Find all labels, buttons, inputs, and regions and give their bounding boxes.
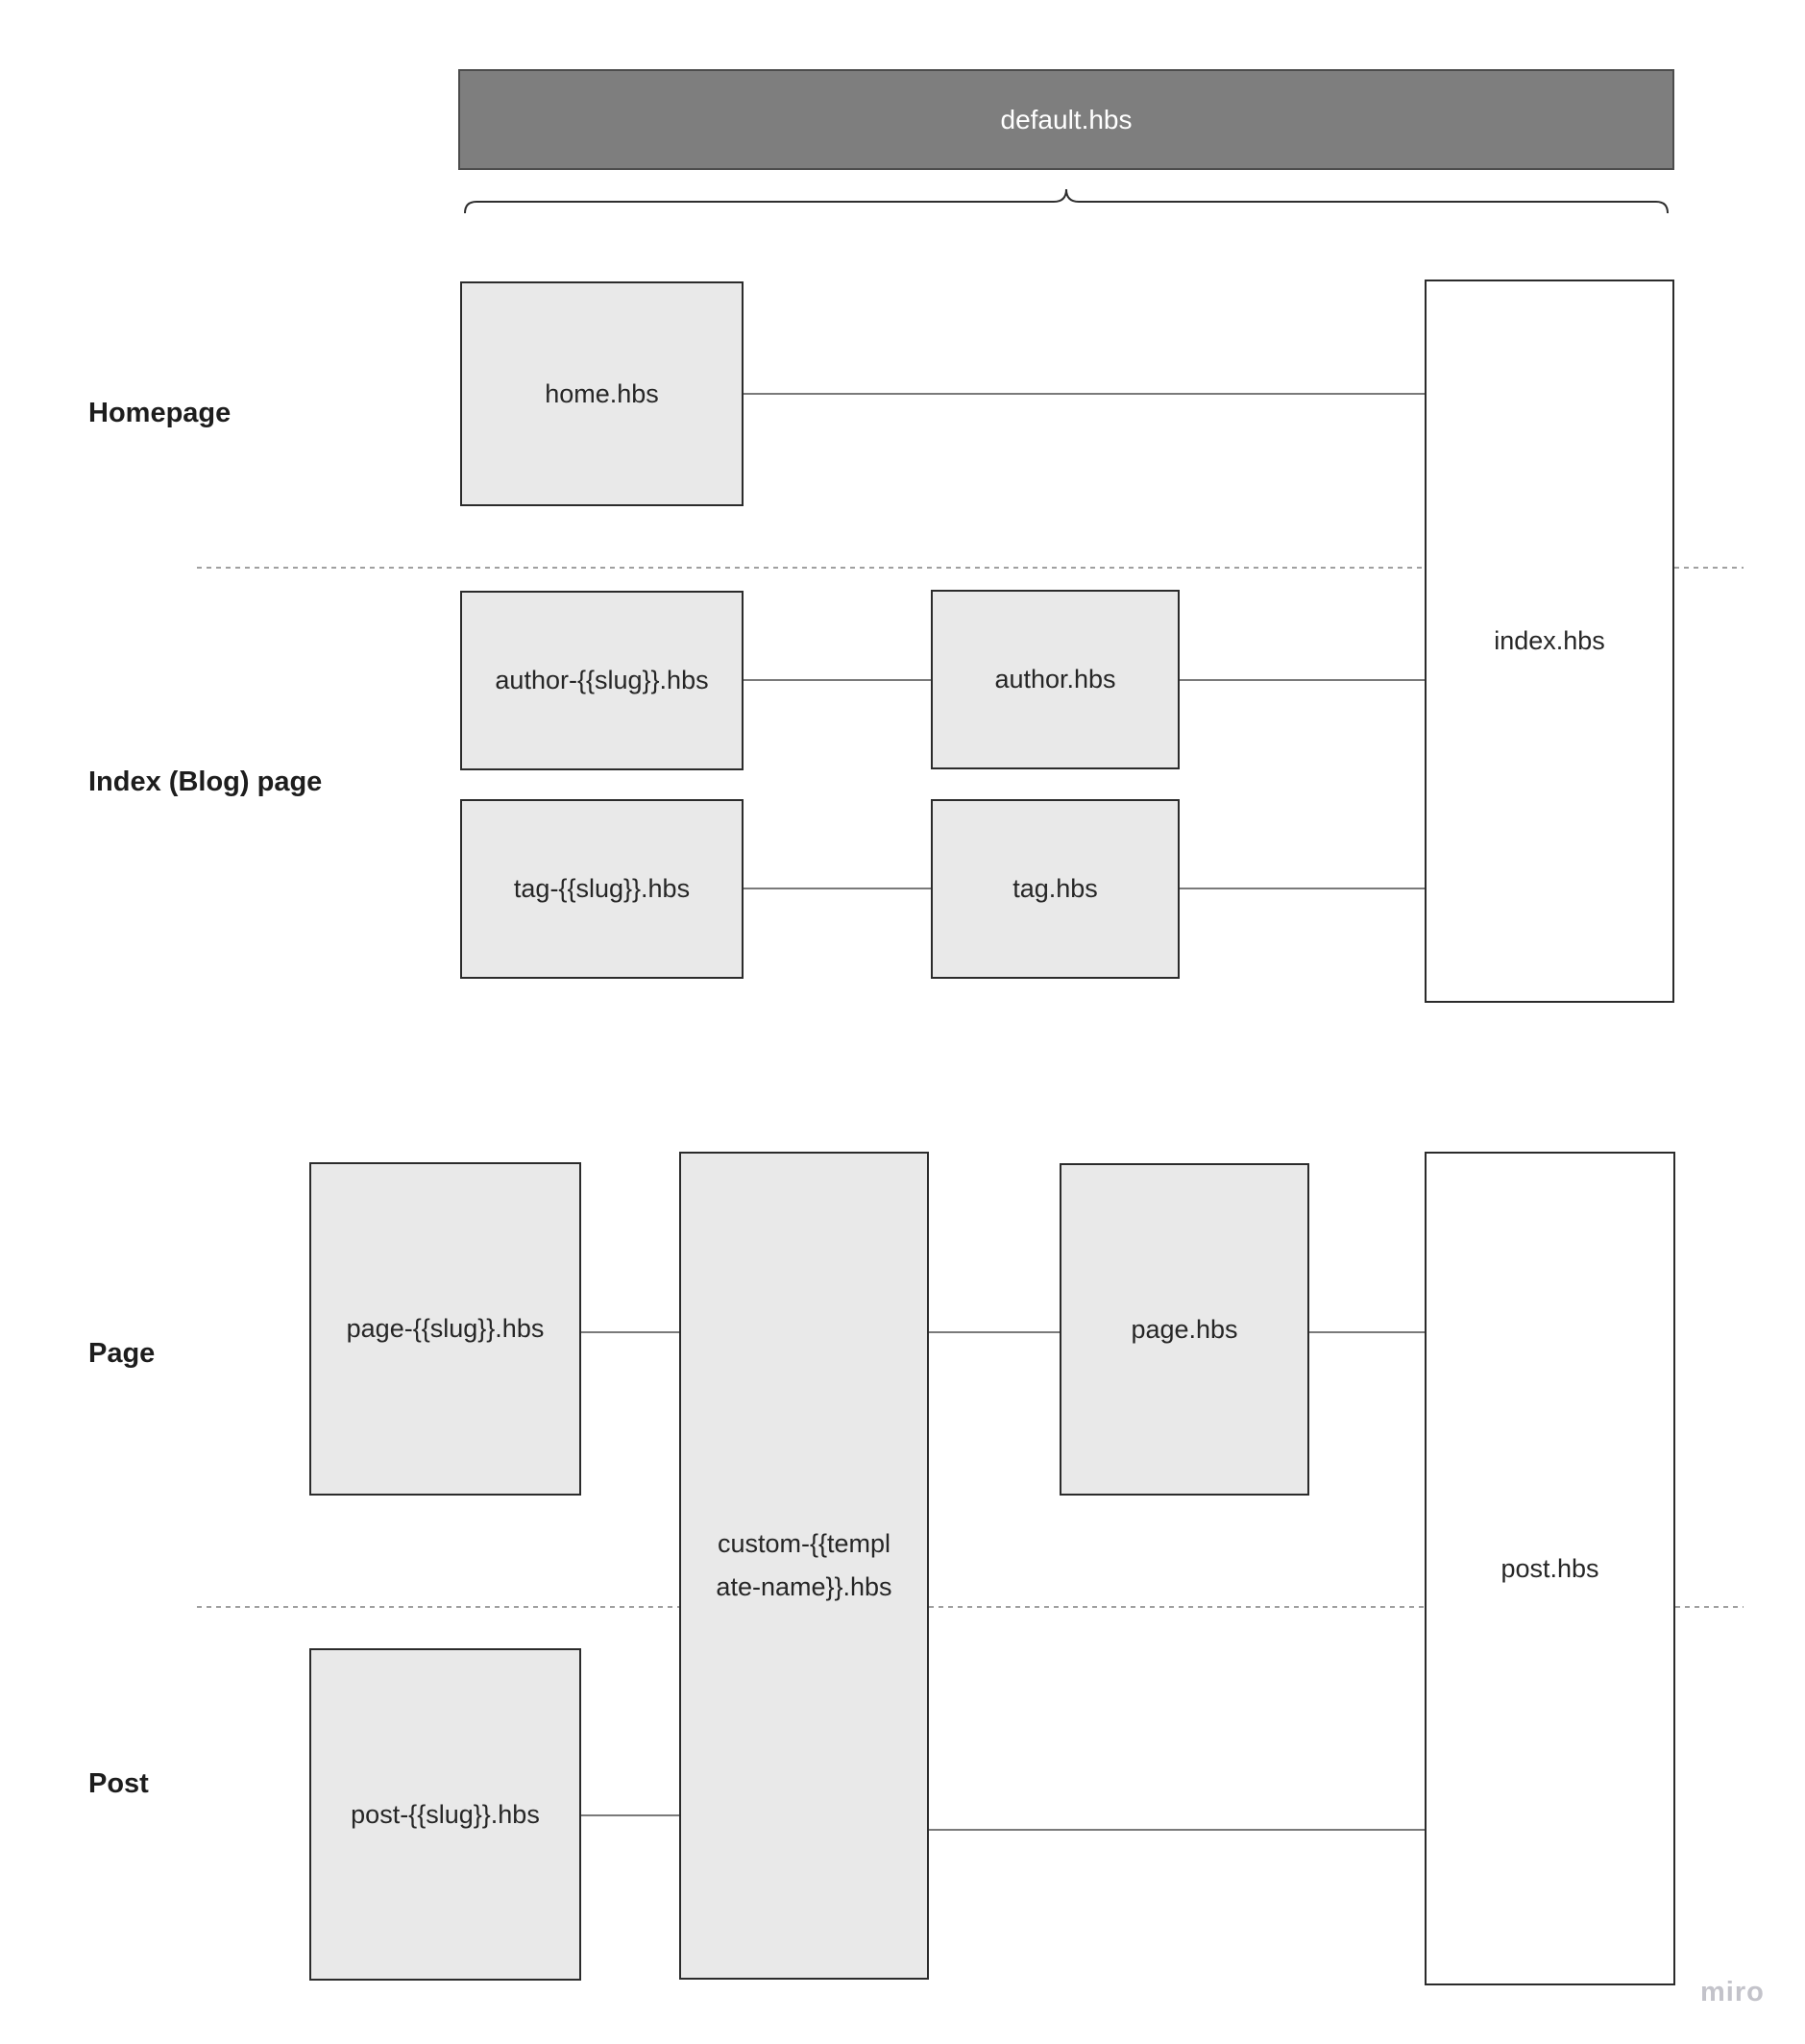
- miro-watermark: miro: [1700, 1977, 1765, 2008]
- node-post-hbs[interactable]: post.hbs: [1425, 1152, 1675, 1985]
- node-page-slug-hbs-label: page-{{slug}}.hbs: [346, 1314, 545, 1343]
- default-hbs-bar[interactable]: default.hbs: [458, 69, 1674, 170]
- node-author-slug-hbs[interactable]: author-{{slug}}.hbs: [460, 591, 744, 770]
- custom-label-line1: custom-{{templ: [717, 1529, 891, 1558]
- row-label-index-blog-page[interactable]: Index (Blog) page: [88, 766, 323, 797]
- row-label-page[interactable]: Page: [88, 1338, 156, 1369]
- custom-label-line2: ate-name}}.hbs: [716, 1572, 892, 1601]
- node-post-slug-hbs[interactable]: post-{{slug}}.hbs: [309, 1648, 581, 1981]
- node-home-hbs[interactable]: home.hbs: [460, 281, 744, 506]
- brace-icon[interactable]: [464, 186, 1669, 217]
- node-page-hbs-label: page.hbs: [1131, 1314, 1238, 1344]
- node-tag-slug-hbs[interactable]: tag-{{slug}}.hbs: [460, 799, 744, 979]
- node-page-slug-hbs[interactable]: page-{{slug}}.hbs: [309, 1162, 581, 1496]
- default-hbs-label: default.hbs: [1000, 104, 1133, 134]
- node-custom-template-hbs[interactable]: custom-{{templ ate-name}}.hbs: [679, 1152, 929, 1980]
- node-index-hbs-label: index.hbs: [1494, 626, 1605, 655]
- node-author-hbs-label: author.hbs: [994, 665, 1116, 694]
- node-post-hbs-label: post.hbs: [1500, 1553, 1599, 1583]
- node-tag-hbs[interactable]: tag.hbs: [931, 799, 1180, 979]
- node-author-hbs[interactable]: author.hbs: [931, 590, 1180, 769]
- row-label-post[interactable]: Post: [88, 1768, 149, 1799]
- node-custom-template-hbs-label: custom-{{templ ate-name}}.hbs: [706, 1522, 901, 1609]
- node-page-hbs[interactable]: page.hbs: [1060, 1163, 1309, 1496]
- row-label-homepage[interactable]: Homepage: [88, 398, 232, 428]
- node-index-hbs[interactable]: index.hbs: [1425, 280, 1674, 1003]
- node-tag-hbs-label: tag.hbs: [1012, 874, 1098, 903]
- node-post-slug-hbs-label: post-{{slug}}.hbs: [351, 1799, 540, 1829]
- node-tag-slug-hbs-label: tag-{{slug}}.hbs: [513, 874, 691, 903]
- node-home-hbs-label: home.hbs: [545, 378, 659, 408]
- node-author-slug-hbs-label: author-{{slug}}.hbs: [495, 666, 709, 694]
